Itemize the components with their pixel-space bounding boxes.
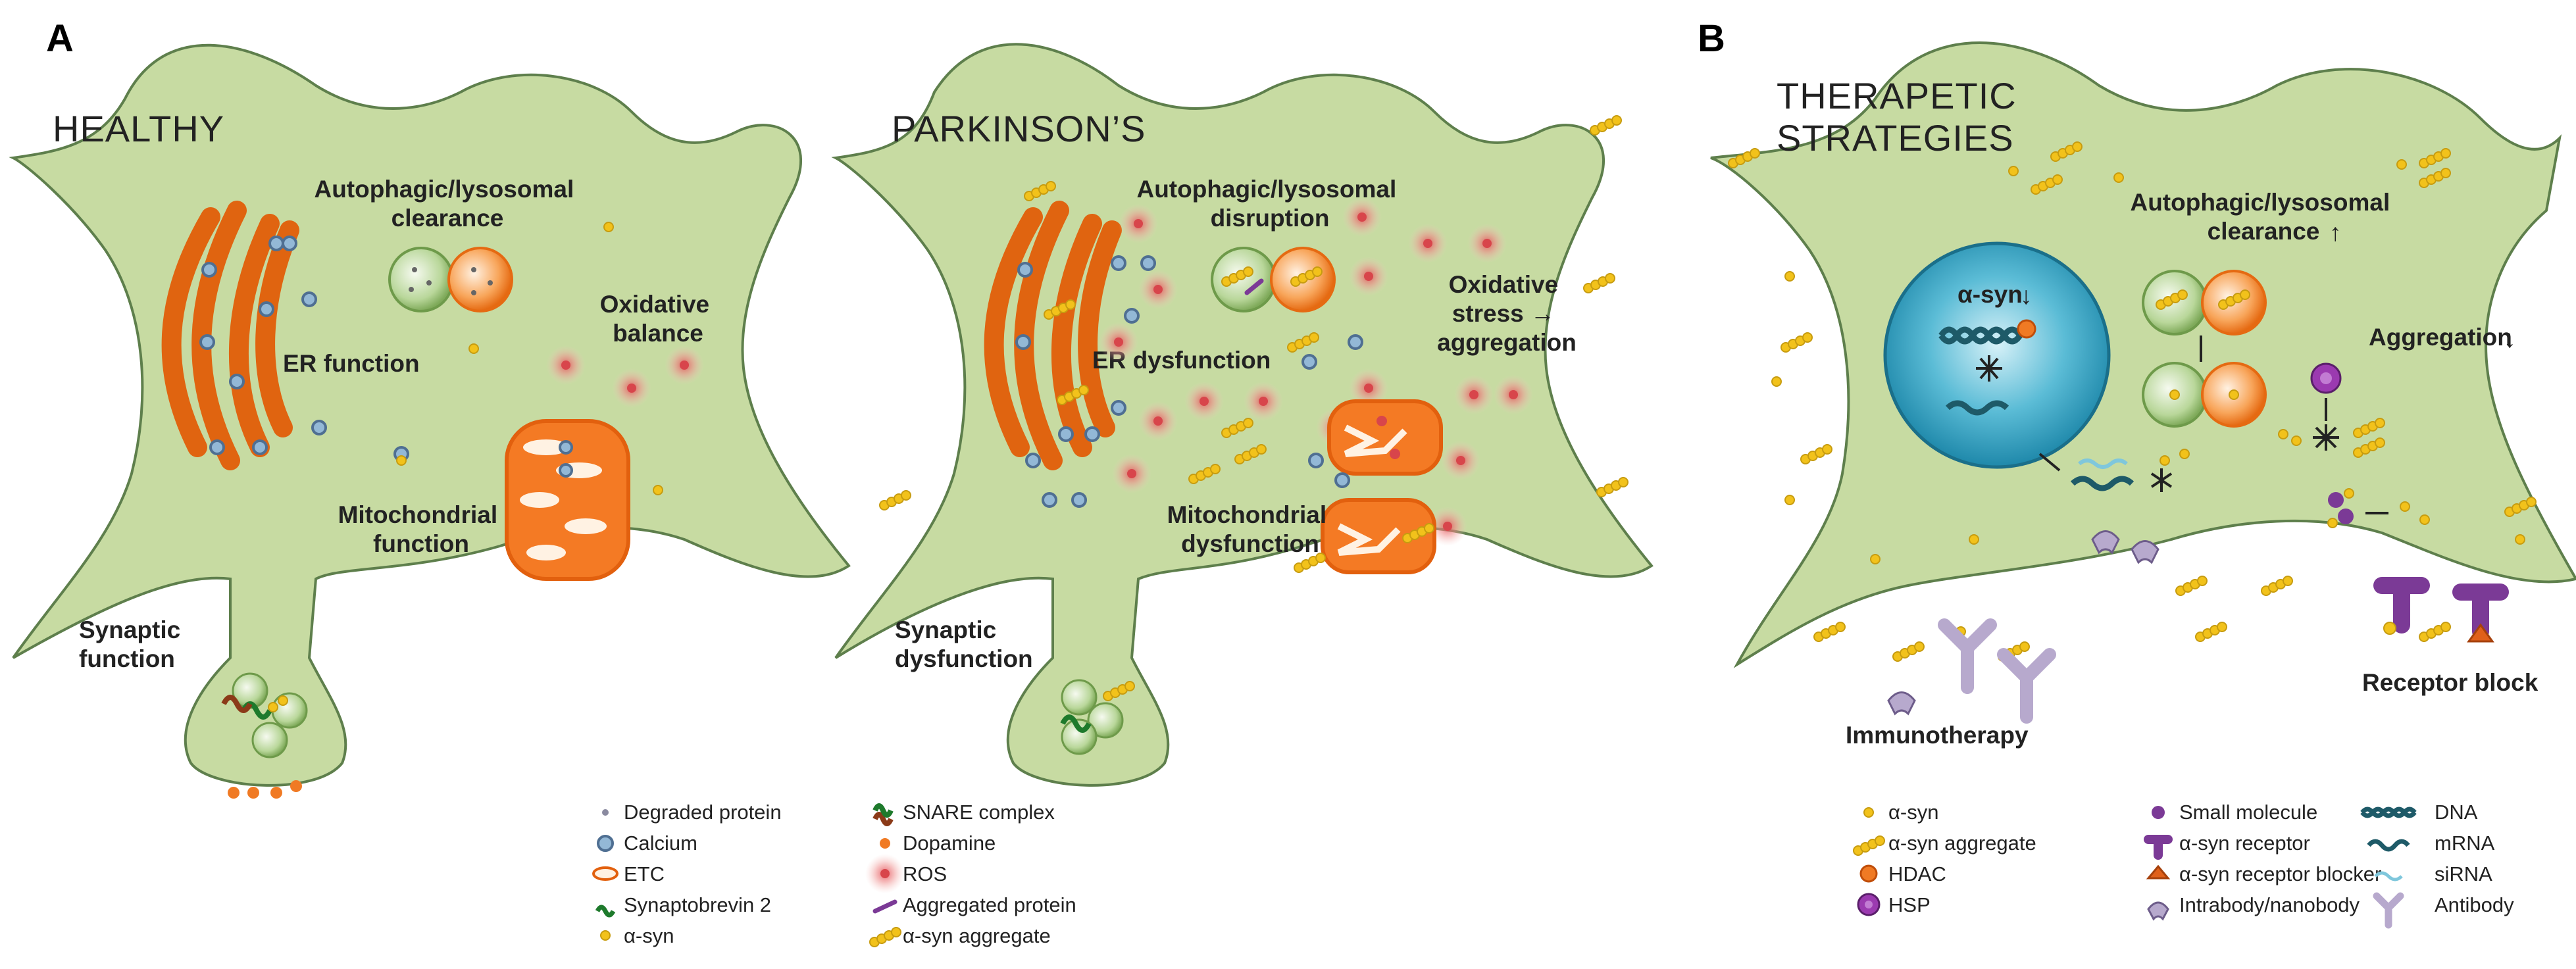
ros-icon [865, 854, 905, 893]
therapeutic-cell: THERAPETIC STRATEGIES α-syn ↓ Autophagic… [1710, 41, 2576, 668]
nucleus-asyn-label: α-syn [1957, 281, 2023, 308]
degraded-protein-icon [602, 809, 609, 816]
sirna-strand [2078, 459, 2128, 469]
legend-b-item: mRNA [2435, 832, 2495, 855]
calcium-icon [597, 835, 614, 852]
legend-b-item: Intrabody/nanobody [2179, 893, 2360, 916]
healthy-title: HEALTHY [53, 108, 224, 149]
antibody-icons [1887, 618, 2056, 724]
legend-b-item: DNA [2435, 801, 2478, 824]
legend-b-item: Small molecule [2179, 801, 2317, 824]
parkinsons-autophagy-label: Autophagic/lysosomal disruption [1136, 176, 1403, 232]
asyn-icon [600, 930, 611, 941]
legend-a-item: α-syn [624, 924, 674, 947]
therapeutic-aggregation-label: Aggregation [2369, 324, 2512, 351]
legend-b-item: HSP [1888, 893, 1931, 916]
legend-a-item: ETC [624, 862, 665, 885]
sirna-icon [2374, 871, 2403, 882]
legend-a-item: α-syn aggregate [903, 924, 1051, 947]
legend-a-item: Aggregated protein [903, 893, 1076, 916]
therapeutic-aggregation-arrow: ↓ [2504, 326, 2516, 353]
legend-a-item: Dopamine [903, 832, 996, 855]
panel-letter-a: A [46, 17, 74, 60]
legend-b-col1: α-syn α-syn aggregate HDAC HSP [1853, 801, 2036, 916]
legend-a: Degraded protein Calcium ETC Synaptobrev… [592, 801, 1076, 947]
immunotherapy-label: Immunotherapy [1846, 722, 2029, 749]
therapeutic-cell-body [1710, 41, 2576, 668]
therapeutic-lysosomes [2142, 270, 2267, 428]
parkinsons-synaptic-label: Synaptic dysfunction [895, 616, 1033, 672]
aggregated-protein-icon [872, 899, 897, 914]
small-molecule-cluster [2327, 488, 2354, 528]
dopamine-icon [880, 838, 890, 849]
intrabody-icon [2147, 901, 2169, 921]
snare-complex-icon [872, 812, 894, 826]
parkinsons-mitochondria [1321, 399, 1443, 574]
legend-a-item: SNARE complex [903, 801, 1055, 824]
therapeutic-title: THERAPETIC STRATEGIES [1777, 75, 2027, 159]
legend-a-item: ROS [903, 862, 947, 885]
healthy-er-label: ER function [283, 350, 420, 377]
therapeutic-autophagy-arrow: ↑ [2329, 219, 2342, 246]
legend-b-item: α-syn [1888, 801, 1939, 824]
nucleus: α-syn ↓ [1883, 241, 2111, 469]
asyn-aggregate-icon [869, 927, 901, 947]
legend-b-item: α-syn receptor [2179, 832, 2310, 855]
legend-b-item: Antibody [2435, 893, 2514, 916]
parkinsons-oxidative-label: Oxidative stress → aggregation [1437, 271, 1577, 356]
small-molecule-icon [2152, 806, 2165, 819]
healthy-autophagy-label: Autophagic/lysosomal clearance [314, 176, 580, 232]
receptor-block-label: Receptor block [2362, 669, 2538, 696]
healthy-cell: HEALTHY ER function Autophagic/lysosomal… [9, 43, 851, 799]
block-cross-icon [1976, 355, 2002, 382]
asyn-icon [1863, 807, 1874, 818]
nucleus-asyn-arrow: ↓ [2020, 282, 2033, 309]
legend-b-col2: Small molecule α-syn receptor α-syn rece… [2144, 801, 2381, 921]
therapeutic-autophagy-label: Autophagic/lysosomal clearance [2130, 189, 2396, 245]
intrabody-icons [2091, 530, 2159, 564]
legend-a-item: Degraded protein [624, 801, 782, 824]
panel-letter-b: B [1698, 17, 1725, 60]
healthy-synaptic-label: Synaptic function [79, 616, 188, 672]
parkinsons-synaptic-vesicles [1060, 679, 1135, 755]
legend-b-col3: DNA mRNA siRNA Antibody [2360, 801, 2514, 929]
parkinsons-mito-label: Mitochondrial dysfunction [1167, 501, 1334, 557]
healthy-er [161, 201, 299, 470]
legend-a-col1: Degraded protein Calcium ETC Synaptobrev… [592, 801, 782, 947]
legend-b-item: α-syn receptor blocker [2179, 862, 2381, 885]
hdac-icon [1859, 864, 1878, 883]
parkinsons-title: PARKINSON’S [892, 108, 1146, 149]
asyn-receptor-blocker-icon [2146, 864, 2171, 880]
legend-a-item: Synaptobrevin 2 [624, 893, 771, 916]
healthy-lysosomes [388, 247, 513, 312]
healthy-mito-label: Mitochondrial function [338, 501, 505, 557]
parkinsons-cell: PARKINSON’S ER dysfunction Autophagic/ly… [831, 43, 1654, 787]
asyn-receptor-icon [2144, 835, 2173, 860]
healthy-cell-body [9, 43, 851, 787]
legend-b-item: α-syn aggregate [1888, 832, 2036, 855]
legend-b-item: HDAC [1888, 862, 1946, 885]
hsp-icon [2310, 362, 2342, 394]
parkinsons-cell-body [831, 43, 1654, 787]
etc-icon [592, 866, 619, 881]
mrna-strand [2070, 476, 2134, 491]
legend-a-item: Calcium [624, 832, 697, 855]
legend-b-item: siRNA [2435, 862, 2492, 885]
asyn-aggregate-icon [1853, 835, 1885, 856]
healthy-oxidative-label: Oxidative balance [600, 291, 717, 347]
antibody-icon [2373, 892, 2404, 929]
synaptobrevin-icon [595, 905, 616, 918]
healthy-mitochondrion [505, 419, 630, 581]
legend-b: α-syn α-syn aggregate HDAC HSP Small mol… [1853, 801, 2514, 929]
parkinsons-er [984, 201, 1156, 508]
receptor-icons [2373, 577, 2509, 643]
legend-a-col2: SNARE complex Dopamine ROS Aggregated pr… [865, 801, 1076, 947]
hdac-icon [2017, 319, 2036, 339]
healthy-synaptic-vesicles [221, 672, 308, 758]
mrna-icon [2367, 839, 2410, 852]
parkinsons-lysosomes [1211, 247, 1336, 312]
